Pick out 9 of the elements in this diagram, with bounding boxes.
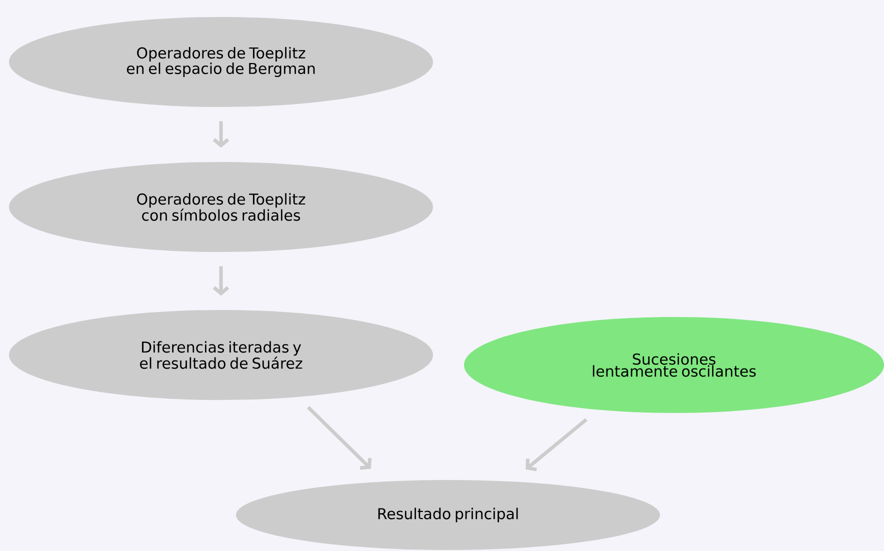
- arrow: [212, 121, 230, 148]
- ellipse-node: Sucesiones lentamente oscilantes: [464, 317, 884, 413]
- ellipse-node: Resultado principal: [236, 480, 660, 550]
- arrow: [212, 266, 230, 296]
- arrow: [526, 418, 588, 472]
- ellipse-node: Operadores de Toeplitz con símbolos radiales: [9, 162, 433, 252]
- arrow: [306, 406, 372, 470]
- ellipse-node: Operadores de Toeplitz en el espacio de Bergman: [9, 17, 433, 107]
- ellipse-node: Diferencias iteradas y el resultado de Suárez: [9, 310, 433, 400]
